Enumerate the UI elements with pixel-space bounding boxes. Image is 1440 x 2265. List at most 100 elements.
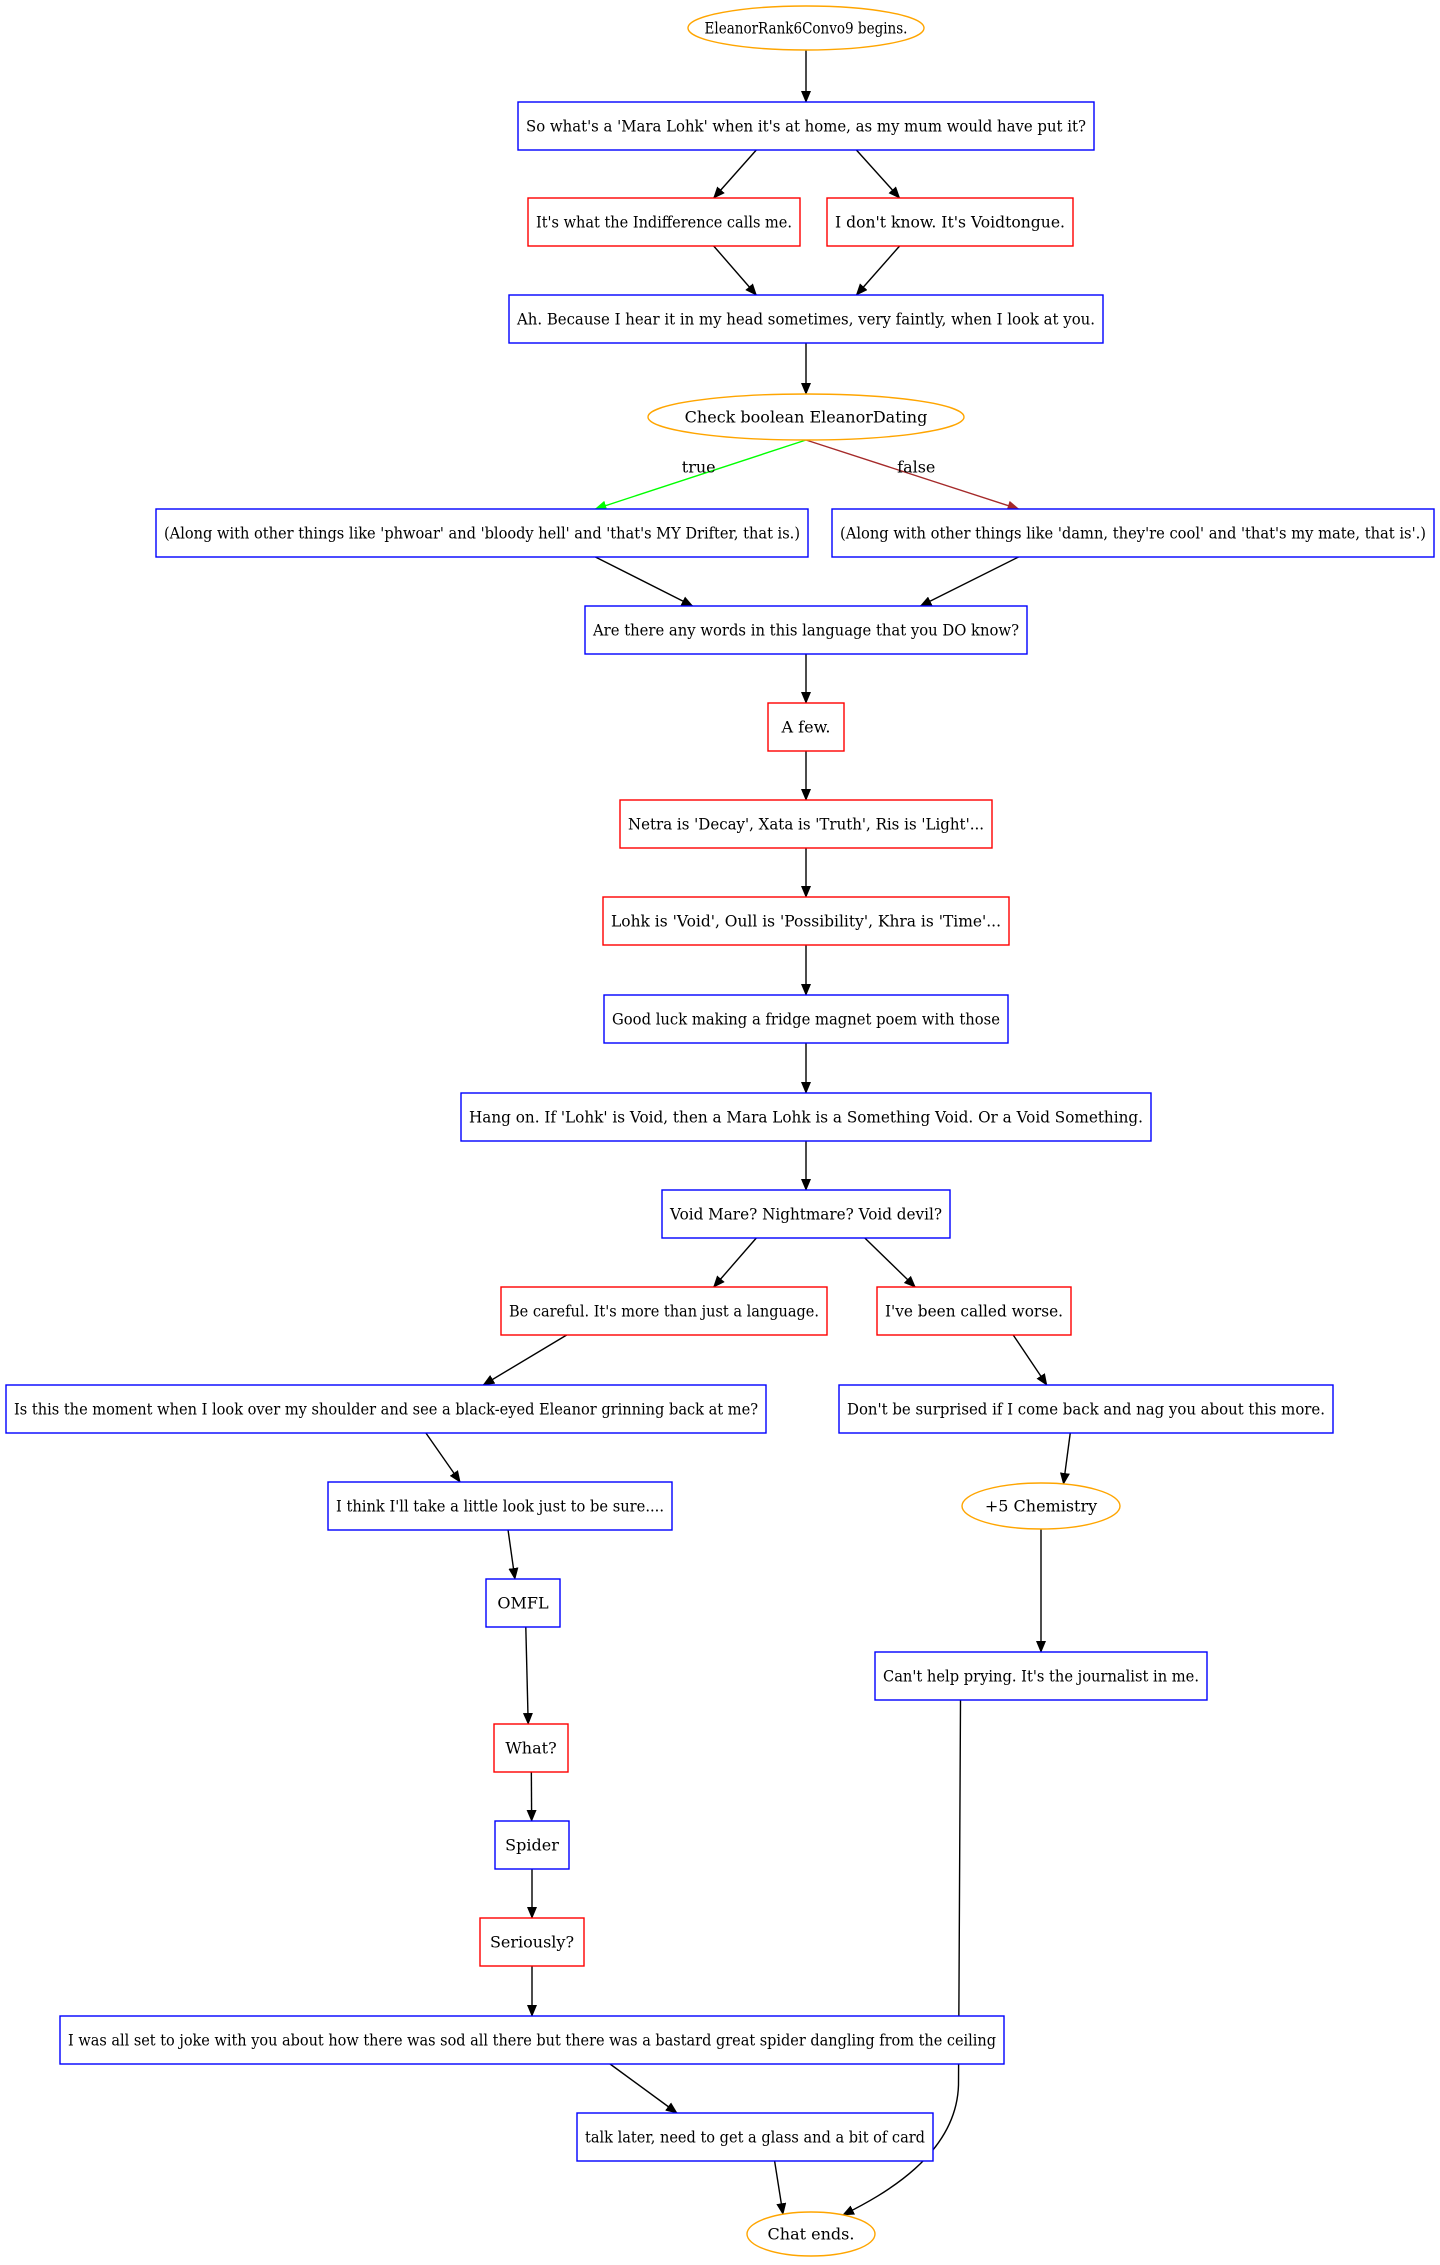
node-c8: What? <box>493 1723 569 1773</box>
node-label: (Along with other things like 'phwoar' a… <box>164 524 800 543</box>
node-label: Don't be surprised if I come back and na… <box>847 1400 1325 1419</box>
node-label: Spider <box>505 1836 559 1855</box>
node-n14: talk later, need to get a glass and a bi… <box>576 2112 934 2162</box>
edge-label-true: true <box>682 458 716 477</box>
node-box <box>493 1723 569 1773</box>
node-ellipse <box>961 1482 1121 1530</box>
edges: true false <box>425 50 1071 2216</box>
edge-n10-to-c8 <box>522 1626 533 1725</box>
node-box <box>576 2112 934 2162</box>
node-label: A few. <box>781 718 831 737</box>
node-label: Hang on. If 'Lohk' is Void, then a Mara … <box>469 1108 1143 1127</box>
edge-c7-to-n8 <box>1012 1334 1048 1386</box>
node-c3: A few. <box>767 702 845 752</box>
node-c4: Netra is 'Decay', Xata is 'Truth', Ris i… <box>619 799 993 849</box>
edge-c1-to-n2 <box>713 245 757 296</box>
node-c5: Lohk is 'Void', Oull is 'Possibility', K… <box>602 896 1010 946</box>
node-box <box>767 702 845 752</box>
node-label: +5 Chemistry <box>985 1497 1097 1516</box>
node-n6: Void Mare? Nightmare? Void devil? <box>661 1189 951 1239</box>
node-label: Seriously? <box>490 1933 574 1952</box>
node-n1: So what's a 'Mara Lohk' when it's at hom… <box>517 101 1095 151</box>
node-label: Ah. Because I hear it in my head sometim… <box>516 310 1095 329</box>
node-label: OMFL <box>497 1594 549 1613</box>
edge-n14-to-end <box>773 2160 787 2216</box>
node-label: (Along with other things like 'damn, the… <box>840 524 1426 543</box>
node-box <box>603 994 1009 1044</box>
edge-n1-to-c2 <box>855 149 901 199</box>
edge-c6-to-n7 <box>482 1334 568 1386</box>
nodes: EleanorRank6Convo9 begins. So what's a 'M… <box>5 5 1435 2257</box>
edge-n1-to-c1 <box>713 149 757 199</box>
node-box <box>874 1651 1208 1701</box>
node-n13: I was all set to joke with you about how… <box>59 2015 1005 2065</box>
node-n4: Good luck making a fridge magnet poem wi… <box>603 994 1009 1044</box>
node-n5: Hang on. If 'Lohk' is Void, then a Mara … <box>460 1092 1152 1142</box>
edge-t1-to-n3 <box>595 556 694 607</box>
node-label: Good luck making a fridge magnet poem wi… <box>612 1010 1000 1029</box>
node-label: I don't know. It's Voidtongue. <box>835 213 1065 232</box>
node-label: It's what the Indifference calls me. <box>536 213 792 232</box>
node-box <box>479 1917 585 1967</box>
edge-c2-to-n2 <box>855 245 901 296</box>
node-box <box>485 1578 561 1628</box>
node-box <box>494 1820 570 1870</box>
node-start: EleanorRank6Convo9 begins. <box>687 5 925 51</box>
node-label: So what's a 'Mara Lohk' when it's at hom… <box>526 117 1086 136</box>
edge-f1-to-n3 <box>919 556 1019 607</box>
node-ellipse <box>687 5 925 51</box>
node-ellipse <box>647 393 965 441</box>
node-box <box>500 1286 828 1336</box>
node-n9: I think I'll take a little look just to … <box>327 1481 673 1531</box>
node-n11: Can't help prying. It's the journalist i… <box>874 1651 1208 1701</box>
node-label: EleanorRank6Convo9 begins. <box>705 19 908 38</box>
node-label: Can't help prying. It's the journalist i… <box>883 1667 1199 1686</box>
edge-n6-to-c7 <box>864 1237 916 1288</box>
node-box <box>876 1286 1072 1336</box>
node-label: Netra is 'Decay', Xata is 'Truth', Ris i… <box>628 815 984 834</box>
node-label: talk later, need to get a glass and a bi… <box>585 2128 925 2147</box>
edge-n7-to-n9 <box>425 1432 461 1483</box>
node-box <box>155 508 809 558</box>
node-t1: (Along with other things like 'phwoar' a… <box>155 508 809 558</box>
node-label: What? <box>505 1739 556 1758</box>
node-label: Chat ends. <box>768 2225 855 2244</box>
node-check: Check boolean EleanorDating <box>647 393 965 441</box>
node-n8: Don't be surprised if I come back and na… <box>838 1384 1334 1434</box>
node-box <box>661 1189 951 1239</box>
edge-n8-to-chem <box>1059 1432 1071 1485</box>
node-label: Is this the moment when I look over my s… <box>14 1400 758 1419</box>
node-n3: Are there any words in this language tha… <box>584 605 1028 655</box>
node-box <box>5 1384 767 1434</box>
node-box <box>327 1481 673 1531</box>
node-label: Are there any words in this language tha… <box>592 621 1019 640</box>
node-label: I was all set to joke with you about how… <box>68 2031 996 2050</box>
node-label: Be careful. It's more than just a langua… <box>509 1302 819 1321</box>
node-end: Chat ends. <box>746 2211 876 2257</box>
node-label: I've been called worse. <box>885 1302 1063 1321</box>
edge-label-false: false <box>897 458 935 477</box>
node-box <box>619 799 993 849</box>
edge-check-to-f1 <box>805 439 1020 511</box>
edge-n11-to-end <box>842 1699 962 2216</box>
node-box <box>508 294 1104 344</box>
node-box <box>584 605 1028 655</box>
node-chem: +5 Chemistry <box>961 1482 1121 1530</box>
node-c6: Be careful. It's more than just a langua… <box>500 1286 828 1336</box>
node-label: I think I'll take a little look just to … <box>336 1497 664 1516</box>
node-box <box>831 508 1435 558</box>
node-ellipse <box>746 2211 876 2257</box>
node-n12: Spider <box>494 1820 570 1870</box>
node-box <box>602 896 1010 946</box>
node-n2: Ah. Because I hear it in my head sometim… <box>508 294 1104 344</box>
node-label: Void Mare? Nightmare? Void devil? <box>669 1205 942 1224</box>
node-box <box>527 197 801 247</box>
node-label: Lohk is 'Void', Oull is 'Possibility', K… <box>611 912 1001 931</box>
node-box <box>826 197 1074 247</box>
node-c1: It's what the Indifference calls me. <box>527 197 801 247</box>
node-label: Check boolean EleanorDating <box>685 408 928 427</box>
node-c9: Seriously? <box>479 1917 585 1967</box>
node-n7: Is this the moment when I look over my s… <box>5 1384 767 1434</box>
edge-n13-to-n14 <box>609 2063 678 2114</box>
edge-n6-to-c6 <box>713 1237 757 1288</box>
